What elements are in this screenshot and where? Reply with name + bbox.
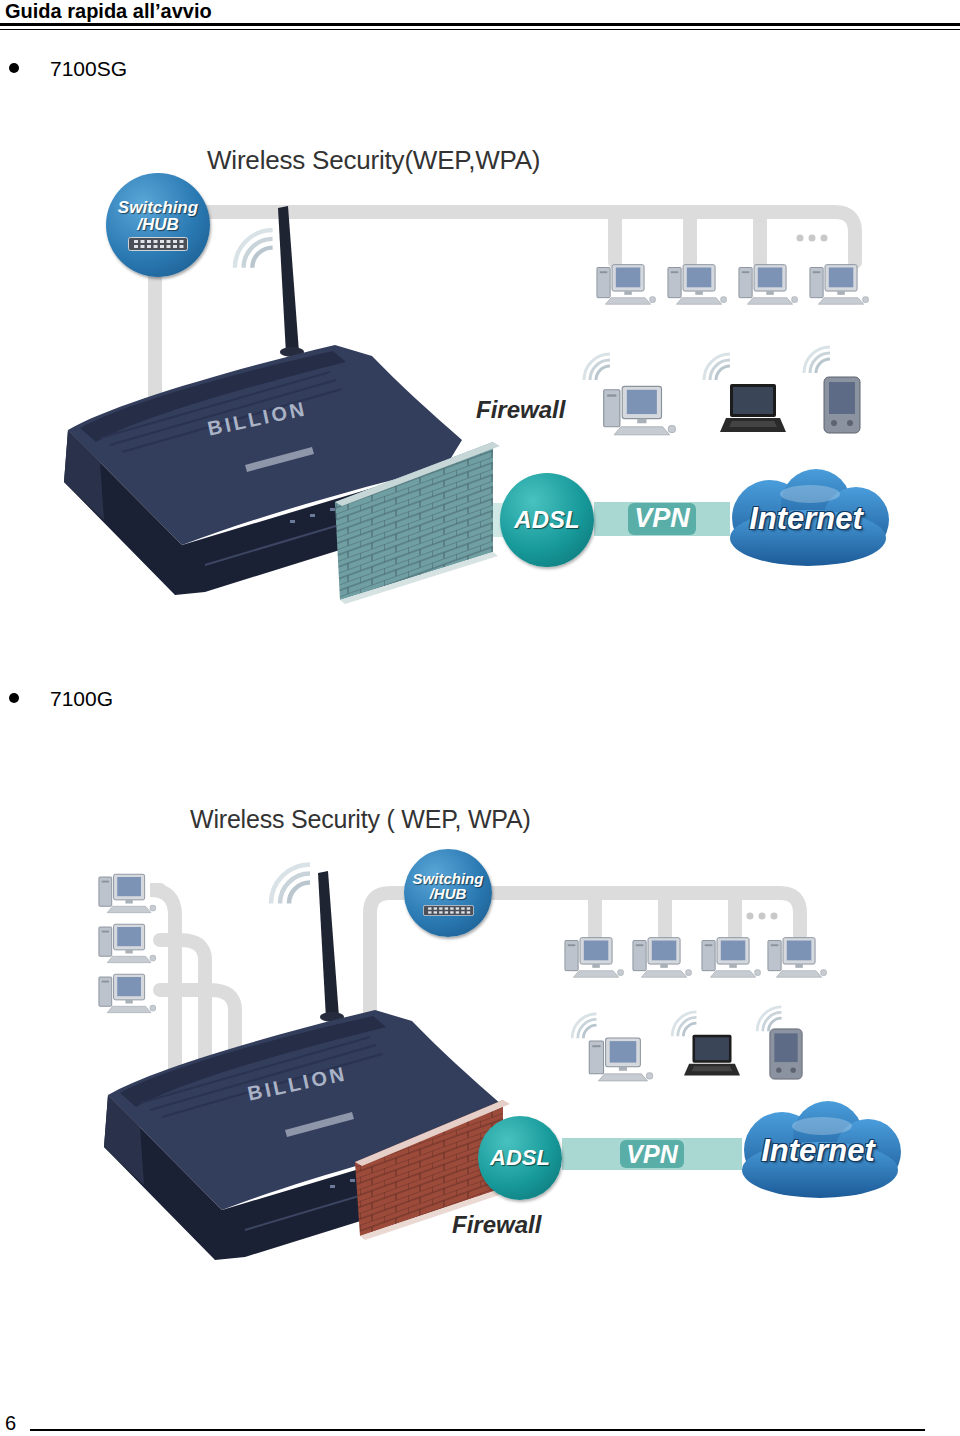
link-band bbox=[594, 502, 730, 536]
page-number: 6 bbox=[5, 1412, 16, 1435]
adsl-circle: ADSL bbox=[478, 1116, 562, 1200]
node-text: Internet bbox=[749, 503, 863, 534]
link-band bbox=[562, 1138, 742, 1170]
switch-hub-circle: Switching /HUB bbox=[106, 173, 210, 277]
node-text: ADSL bbox=[514, 508, 579, 532]
firewall-wall bbox=[335, 442, 500, 604]
more-dots bbox=[747, 913, 778, 920]
model-name: 7100SG bbox=[50, 57, 127, 81]
diagram-title: Wireless Security(WEP,WPA) bbox=[207, 146, 540, 176]
diagram-title: Wireless Security ( WEP, WPA) bbox=[190, 805, 531, 834]
node-text: ADSL bbox=[490, 1147, 550, 1169]
internet-cloud: Internet bbox=[718, 466, 894, 570]
more-dots bbox=[797, 235, 828, 242]
model-name: 7100G bbox=[50, 687, 113, 711]
brand-logo: BILLION bbox=[246, 1062, 350, 1105]
node-text: Switching /HUB bbox=[411, 871, 485, 901]
firewall-label: Firewall bbox=[476, 396, 565, 424]
switch-icon bbox=[423, 905, 474, 916]
bullet bbox=[9, 693, 19, 703]
header-rule bbox=[0, 23, 960, 26]
brand-logo: BILLION bbox=[206, 397, 310, 440]
page-header: Guida rapida all’avvio bbox=[5, 0, 212, 22]
footer-rule bbox=[30, 1429, 925, 1431]
header-rule bbox=[0, 29, 960, 30]
internet-cloud: Internet bbox=[730, 1098, 906, 1202]
edge-label: VPN bbox=[620, 1140, 683, 1169]
switch-hub-circle: Switching /HUB bbox=[404, 849, 492, 937]
node-text: Switching /HUB bbox=[114, 199, 201, 233]
wired-computers bbox=[597, 265, 868, 305]
firewall-label: Firewall bbox=[452, 1211, 541, 1239]
node-text: Internet bbox=[761, 1135, 875, 1166]
bullet bbox=[9, 63, 19, 73]
adsl-circle: ADSL bbox=[500, 473, 594, 567]
edge-label: VPN bbox=[628, 503, 696, 534]
switch-icon bbox=[128, 237, 188, 251]
